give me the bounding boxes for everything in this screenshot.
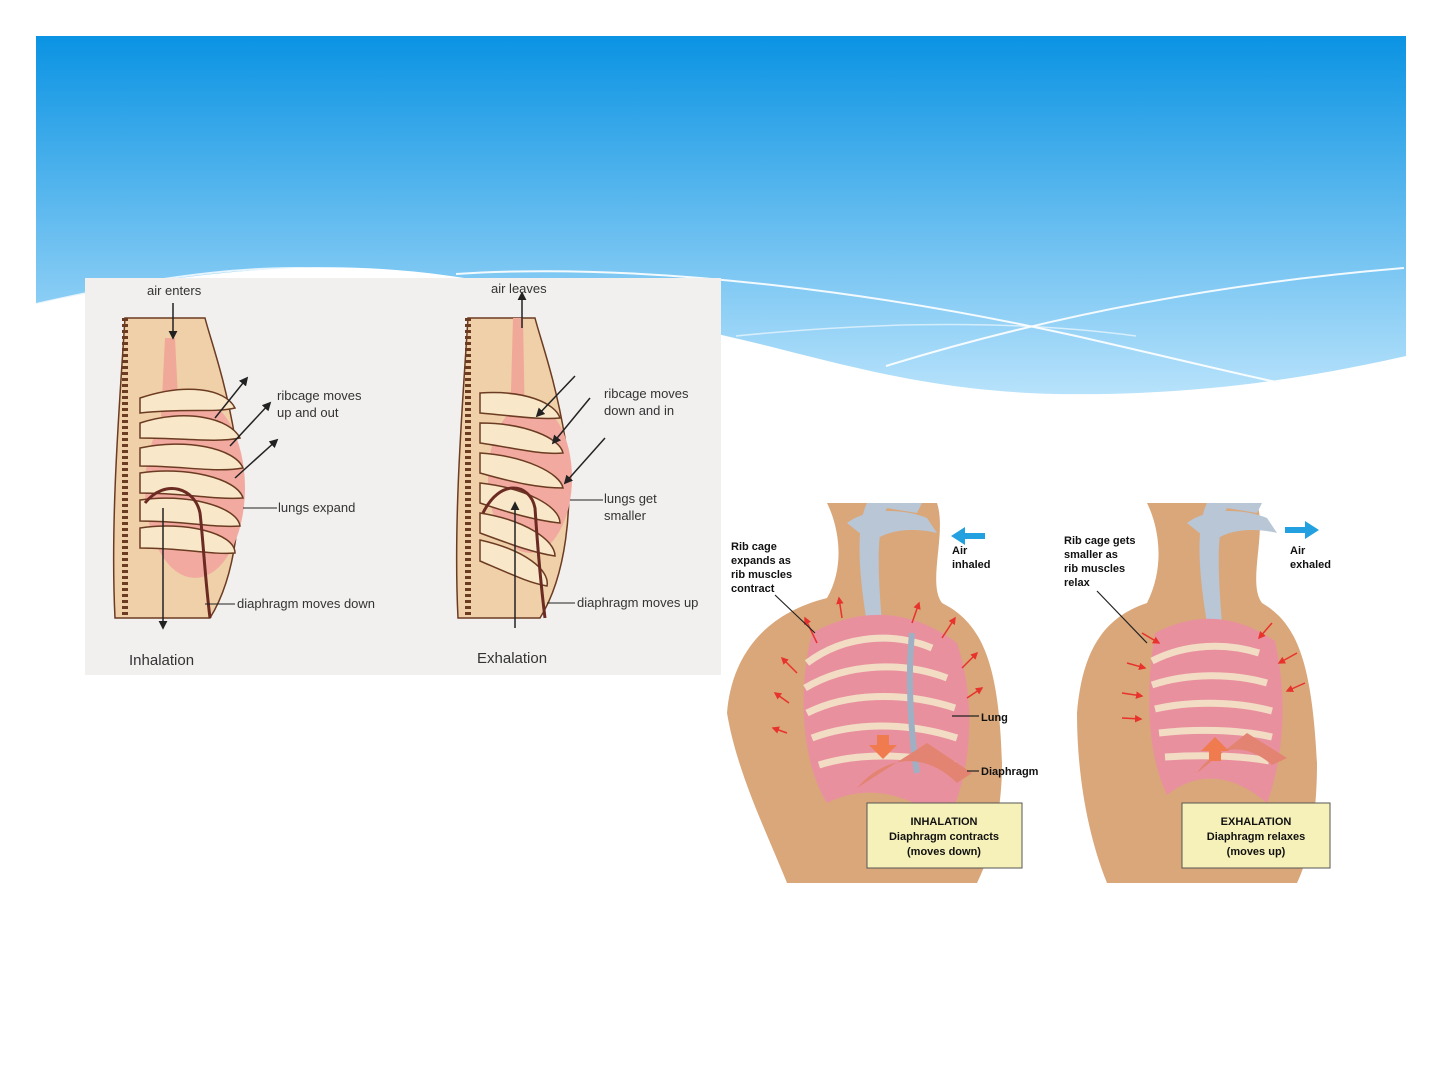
inhalation-caption: Inhalation xyxy=(129,652,194,669)
exhalation-lungs-label: lungs get smaller xyxy=(604,491,660,523)
exhalation-box-line1: Diaphragm relaxes xyxy=(1207,831,1305,843)
exhalation-air-label-right: Air exhaled xyxy=(1290,545,1331,571)
exhalation-ribcage-label-l1: ribcage moves xyxy=(604,386,689,401)
inhalation-rib-label-l3: rib muscles xyxy=(731,569,792,581)
exhalation-air-label-right-l2: exhaled xyxy=(1290,559,1331,571)
exhalation-rib-label-l1: Rib cage gets xyxy=(1064,535,1136,547)
header-wave-band xyxy=(36,36,1406,395)
inhalation-rib-label-l4: contract xyxy=(731,583,775,595)
inhalation-lungs-label: lungs expand xyxy=(278,500,355,515)
inhalation-diaphragm-label: diaphragm moves down xyxy=(237,596,375,611)
lung-label: Lung xyxy=(981,712,1008,724)
exhalation-air-label: air leaves xyxy=(491,281,547,296)
exhalation-rib-label-l2: smaller as xyxy=(1064,549,1118,561)
inhalation-body-illustration xyxy=(112,303,279,630)
inhalation-rib-label: Rib cage expands as rib muscles contract xyxy=(731,541,795,595)
inhalation-rib-label-l2: expands as xyxy=(731,555,791,567)
inhalation-box-line1: Diaphragm contracts xyxy=(889,831,999,843)
exhalation-lungs-label-l1: lungs get xyxy=(604,491,657,506)
exhalation-body-illustration xyxy=(455,291,606,628)
exhalation-caption: Exhalation xyxy=(477,650,547,667)
inhalation-air-label-right-l2: inhaled xyxy=(952,559,991,571)
inhalation-rib-label-l1: Rib cage xyxy=(731,541,777,553)
inhalation-ribcage-label-l1: ribcage moves xyxy=(277,388,362,403)
exhalation-rib-label-l4: relax xyxy=(1064,577,1091,589)
breathing-anatomy-diagram: Rib cage expands as rib muscles contract… xyxy=(727,503,1331,883)
inhalation-air-label: air enters xyxy=(147,283,202,298)
exhalation-box-line2: (moves up) xyxy=(1227,846,1286,858)
inhalation-torso-illustration xyxy=(727,503,1023,883)
exhalation-ribcage-label: ribcage moves down and in xyxy=(604,386,692,418)
inhalation-ribcage-label-l2: up and out xyxy=(277,405,339,420)
inhalation-box-title: INHALATION xyxy=(910,816,977,828)
exhalation-air-label-right-l1: Air xyxy=(1290,545,1306,557)
breathing-side-view-diagram: air enters ribcage moves up and out lung… xyxy=(85,278,721,675)
inhalation-box-line2: (moves down) xyxy=(907,846,981,858)
exhalation-torso-illustration xyxy=(1077,503,1331,883)
exhalation-box-title: EXHALATION xyxy=(1221,816,1292,828)
exhalation-lungs-label-l2: smaller xyxy=(604,508,647,523)
diaphragm-label: Diaphragm xyxy=(981,766,1039,778)
inhalation-air-label-right-l1: Air xyxy=(952,545,968,557)
exhalation-rib-label-l3: rib muscles xyxy=(1064,563,1125,575)
inhalation-air-label-right: Air inhaled xyxy=(952,545,991,571)
inhalation-ribcage-label: ribcage moves up and out xyxy=(277,388,365,420)
exhalation-ribcage-label-l2: down and in xyxy=(604,403,674,418)
exhalation-rib-label: Rib cage gets smaller as rib muscles rel… xyxy=(1064,535,1139,589)
exhalation-diaphragm-label: diaphragm moves up xyxy=(577,595,698,610)
